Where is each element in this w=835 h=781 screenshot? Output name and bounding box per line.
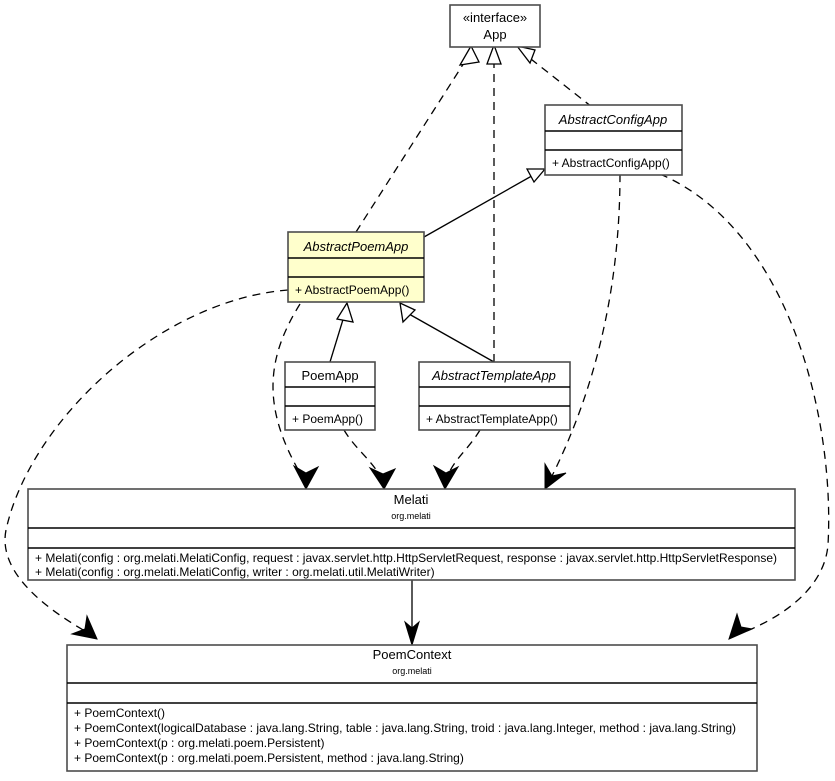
app-class-name: App bbox=[483, 27, 506, 42]
edge-abstractpoemapp-extends-abstractconfigapp bbox=[423, 168, 547, 238]
poemapp-operation: + PoemApp() bbox=[292, 412, 363, 426]
edge-abstractpoemapp-uses-poemcontext bbox=[4, 289, 289, 640]
class-box-abstractpoemapp[interactable]: AbstractPoemApp + AbstractPoemApp() bbox=[287, 231, 425, 303]
class-box-abstractconfigapp[interactable]: AbstractConfigApp + AbstractConfigApp() bbox=[544, 104, 683, 176]
poemcontext-operation-0: + PoemContext() bbox=[74, 706, 165, 720]
poemcontext-operation-3: + PoemContext(p : org.melati.poem.Persis… bbox=[74, 751, 464, 765]
class-box-abstracttemplateapp[interactable]: AbstractTemplateApp + AbstractTemplateAp… bbox=[418, 361, 571, 431]
class-box-poemapp[interactable]: PoemApp + PoemApp() bbox=[284, 361, 376, 431]
edge-abstracttemplateapp-uses-melati bbox=[432, 429, 481, 491]
melati-package-label: org.melati bbox=[391, 511, 431, 521]
app-stereotype: «interface» bbox=[463, 10, 527, 25]
abstractpoemapp-class-name: AbstractPoemApp bbox=[303, 239, 409, 254]
poemcontext-package-label: org.melati bbox=[392, 666, 432, 676]
edge-poemapp-extends-abstractpoemapp bbox=[329, 301, 354, 363]
abstractconfigapp-class-name: AbstractConfigApp bbox=[558, 112, 667, 127]
poemcontext-class-name: PoemContext bbox=[373, 647, 452, 662]
abstracttemplateapp-class-name: AbstractTemplateApp bbox=[431, 368, 556, 383]
abstractconfigapp-operation: + AbstractConfigApp() bbox=[552, 156, 670, 170]
poemapp-class-name: PoemApp bbox=[301, 368, 358, 383]
class-box-poemcontext[interactable]: PoemContext org.melati + PoemContext() +… bbox=[66, 644, 758, 772]
edge-melati-uses-poemcontext bbox=[404, 580, 420, 647]
edge-abstractconfigapp-uses-melati bbox=[544, 173, 621, 491]
edge-poemapp-uses-melati bbox=[343, 429, 397, 490]
class-box-melati[interactable]: Melati org.melati + Melati(config : org.… bbox=[27, 488, 796, 581]
abstracttemplateapp-operation: + AbstractTemplateApp() bbox=[426, 412, 558, 426]
edge-abstracttemplateapp-extends-abstractpoemapp bbox=[399, 301, 495, 363]
abstractpoemapp-operation: + AbstractPoemApp() bbox=[295, 283, 409, 297]
poemcontext-operation-1: + PoemContext(logicalDatabase : java.lan… bbox=[74, 721, 736, 735]
poemcontext-operation-2: + PoemContext(p : org.melati.poem.Persis… bbox=[74, 736, 324, 750]
edge-abstractconfigapp-uses-poemcontext bbox=[659, 173, 830, 640]
class-box-app[interactable]: «interface» App bbox=[449, 4, 541, 48]
edge-abstracttemplateapp-realizes-app bbox=[486, 43, 502, 362]
melati-operation-0: + Melati(config : org.melati.MelatiConfi… bbox=[35, 551, 777, 565]
edge-abstractconfigapp-realizes-app bbox=[515, 44, 593, 108]
melati-class-name: Melati bbox=[394, 492, 429, 507]
melati-operation-1: + Melati(config : org.melati.MelatiConfi… bbox=[35, 565, 435, 579]
edge-abstractpoemapp-realizes-app bbox=[355, 44, 480, 233]
edge-abstractpoemapp-uses-melati bbox=[272, 303, 320, 491]
